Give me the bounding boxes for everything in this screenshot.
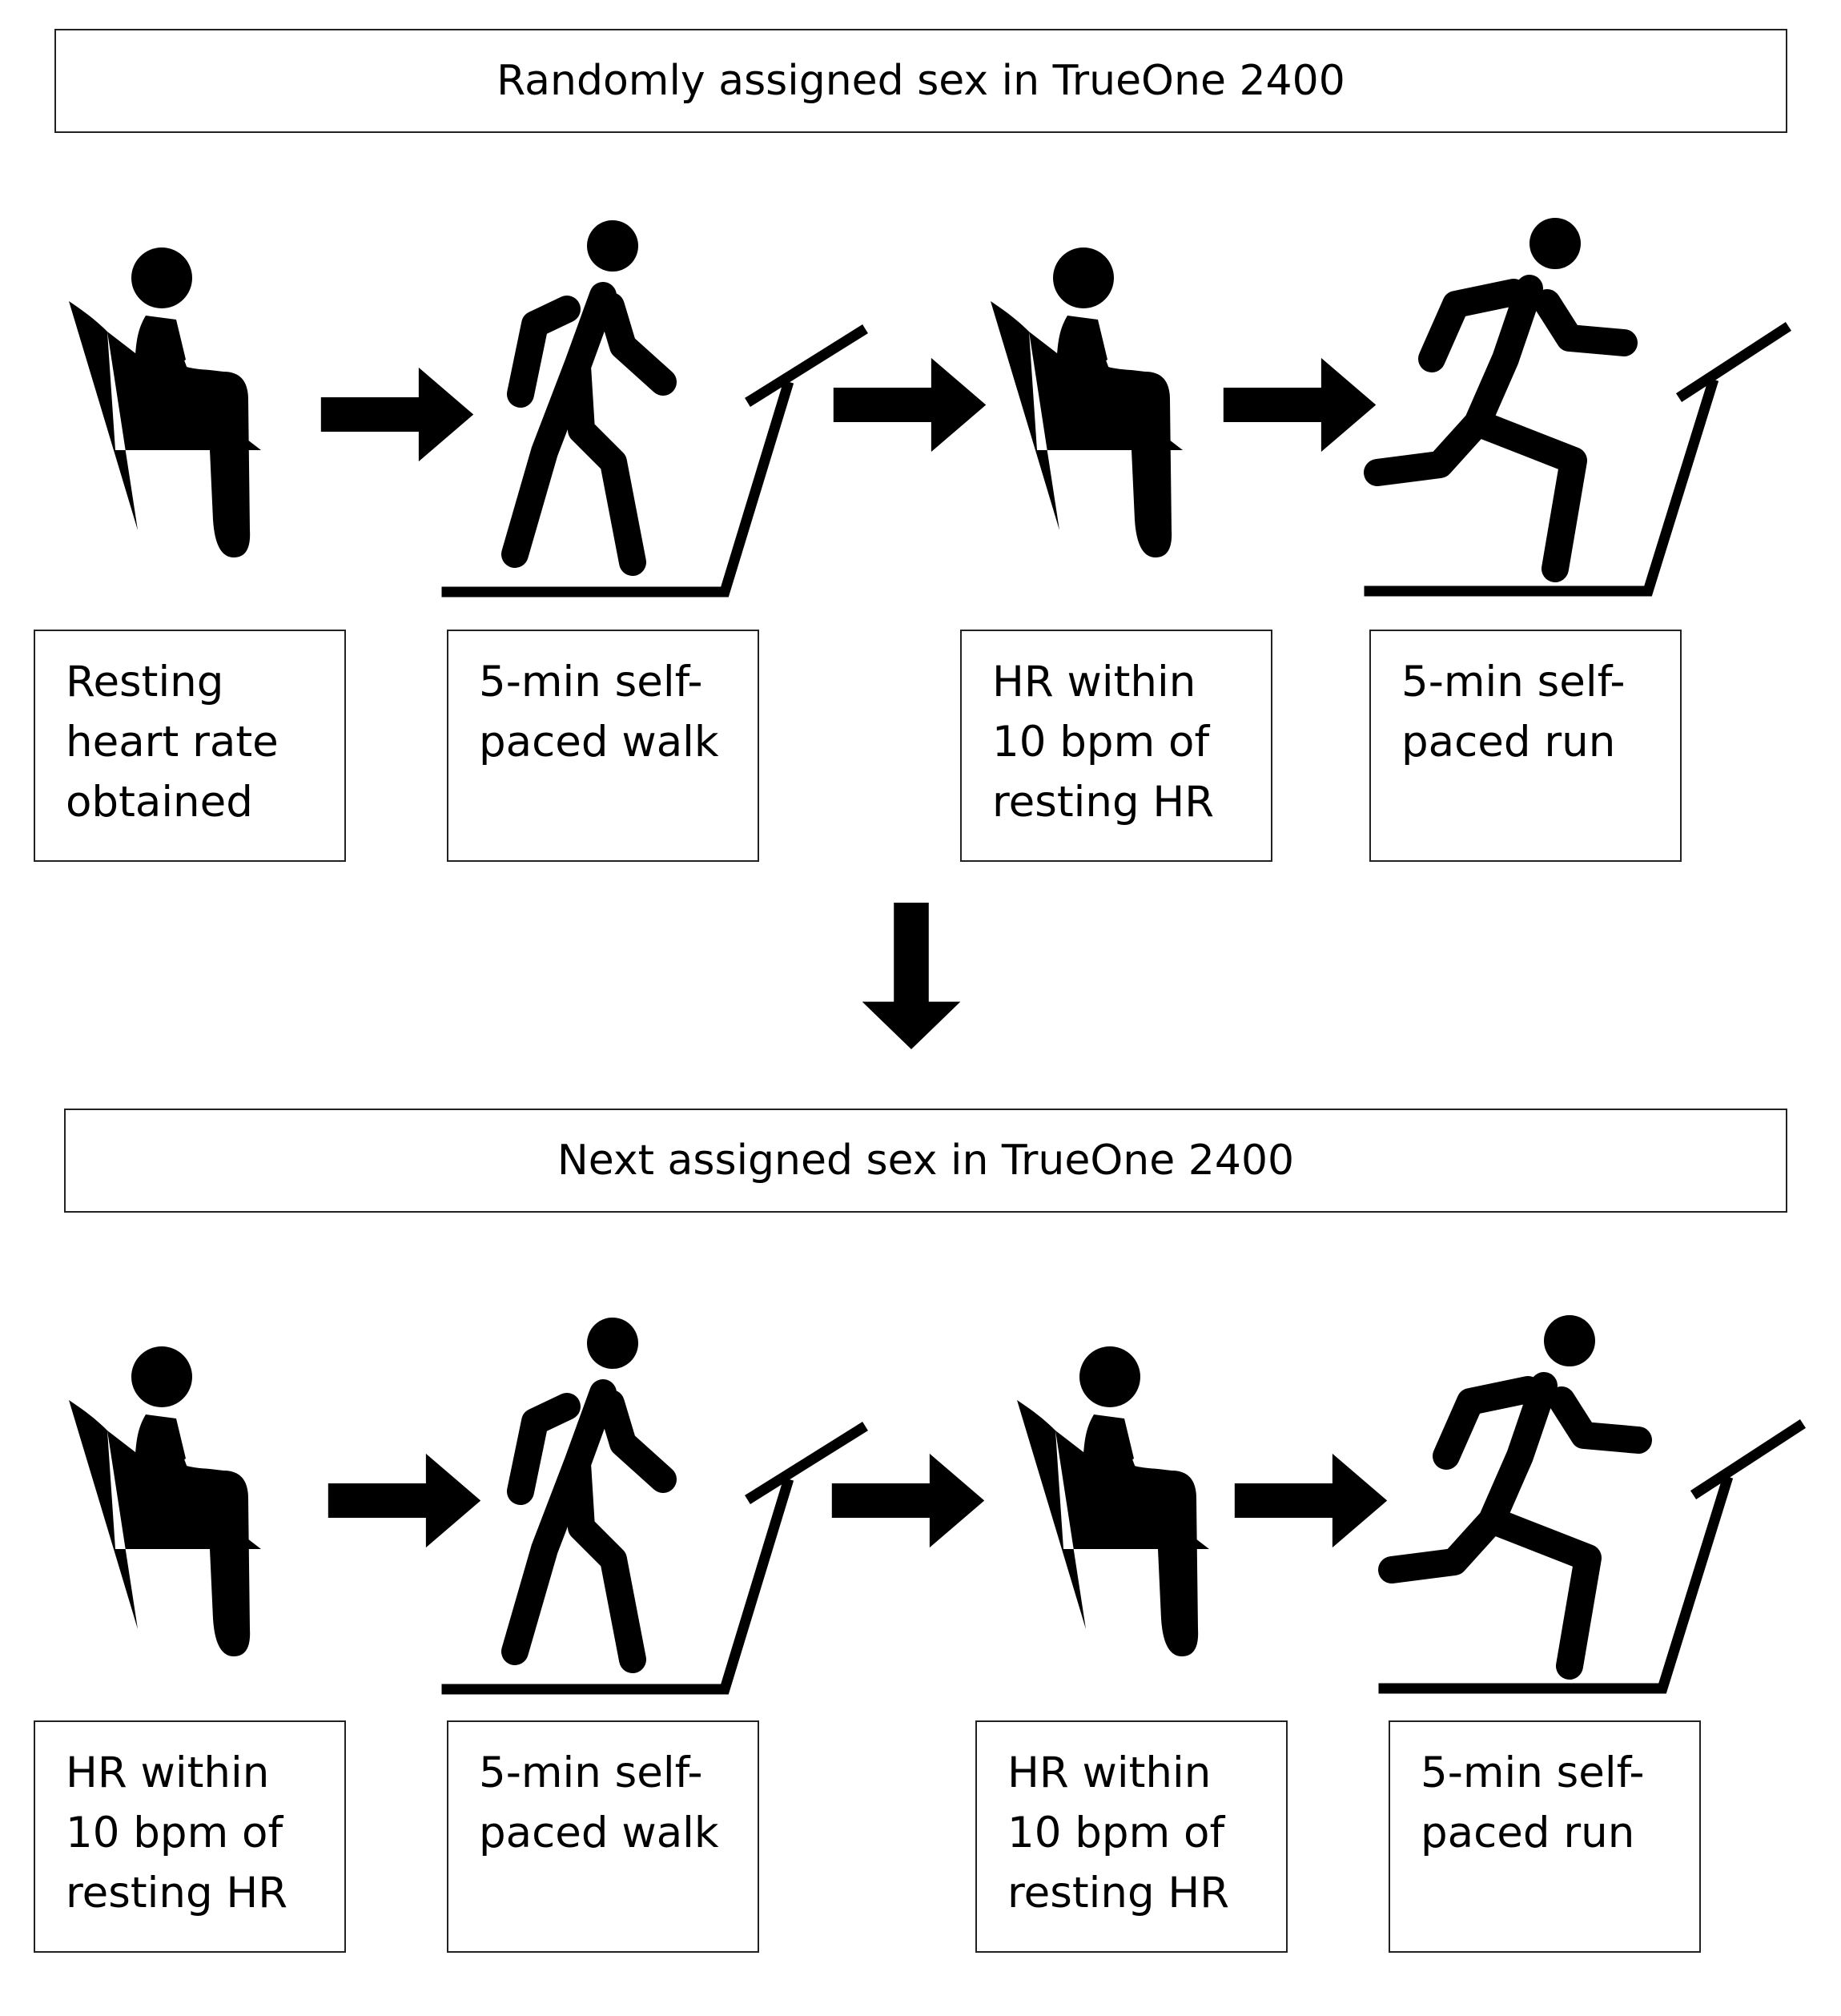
step-line: Resting <box>66 658 224 706</box>
right-arrow-icon <box>1223 357 1377 453</box>
seated-person-icon <box>1017 1346 1209 1661</box>
header-top-label: Randomly assigned sex in TrueOne 2400 <box>496 57 1345 105</box>
step-line: resting HR <box>992 778 1215 827</box>
step-box-hr-within-resting: HR within 10 bpm of resting HR <box>975 1720 1288 1953</box>
step-line: 5-min self- <box>1401 658 1626 706</box>
step-line: resting HR <box>1007 1869 1230 1917</box>
walking-treadmill-icon <box>447 1323 871 1700</box>
step-line: paced walk <box>479 718 719 767</box>
step-box-self-paced-walk: 5-min self- paced walk <box>447 1720 759 1953</box>
step-line: heart rate <box>66 718 279 767</box>
step-box-hr-within-resting: HR within 10 bpm of resting HR <box>960 630 1272 862</box>
seated-person-icon <box>991 247 1183 562</box>
right-arrow-icon <box>831 1453 985 1548</box>
step-line: 10 bpm of <box>992 718 1210 767</box>
step-line: 5-min self- <box>479 1748 703 1797</box>
step-line: paced run <box>1421 1809 1635 1857</box>
step-line: paced walk <box>479 1809 719 1857</box>
step-line: HR within <box>992 658 1196 706</box>
running-treadmill-icon <box>1369 224 1794 601</box>
header-bottom-label: Next assigned sex in TrueOne 2400 <box>557 1137 1295 1185</box>
step-line: HR within <box>66 1748 270 1797</box>
walking-treadmill-icon <box>447 226 871 602</box>
step-box-self-paced-walk: 5-min self- paced walk <box>447 630 759 862</box>
right-arrow-icon <box>833 357 987 453</box>
step-box-self-paced-run: 5-min self- paced run <box>1389 1720 1701 1953</box>
header-bottom: Next assigned sex in TrueOne 2400 <box>64 1109 1787 1213</box>
seated-person-icon <box>69 1346 261 1661</box>
step-line: paced run <box>1401 718 1616 767</box>
step-line: 5-min self- <box>1421 1748 1645 1797</box>
step-line: resting HR <box>66 1869 288 1917</box>
step-line: 10 bpm of <box>1007 1809 1225 1857</box>
step-box-hr-within-resting: HR within 10 bpm of resting HR <box>34 1720 346 1953</box>
step-line: HR within <box>1007 1748 1212 1797</box>
down-arrow-icon <box>862 902 961 1050</box>
right-arrow-icon <box>1234 1453 1388 1548</box>
step-line: 10 bpm of <box>66 1809 283 1857</box>
running-treadmill-icon <box>1384 1322 1808 1698</box>
step-line: obtained <box>66 778 253 827</box>
step-box-self-paced-run: 5-min self- paced run <box>1369 630 1682 862</box>
seated-person-icon <box>69 247 261 562</box>
header-top: Randomly assigned sex in TrueOne 2400 <box>54 29 1787 133</box>
step-line: 5-min self- <box>479 658 703 706</box>
step-box-resting-heart-rate: Resting heart rate obtained <box>34 630 346 862</box>
